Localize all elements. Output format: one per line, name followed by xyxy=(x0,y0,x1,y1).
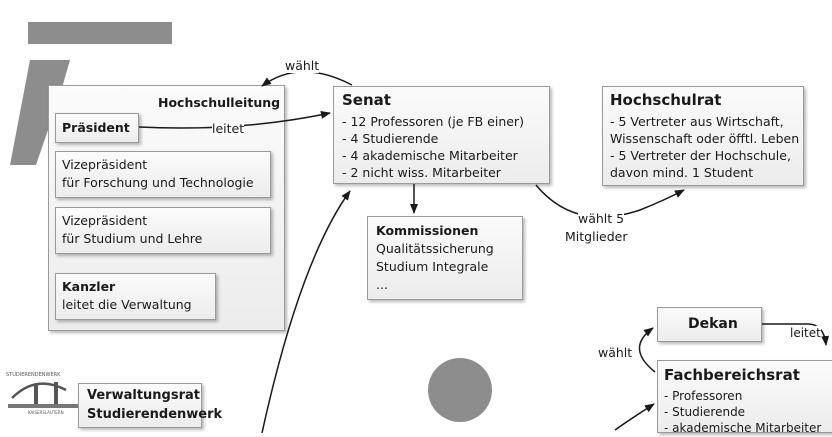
arrow-senat-waehlt-leitung xyxy=(261,71,353,87)
label-waehlt-dekan: wählt xyxy=(598,345,633,360)
fachbereichsrat-item: - Professoren xyxy=(664,389,743,403)
dekan-title: Dekan xyxy=(688,316,738,332)
vizepraesident-forschung-box: Vizepräsident für Forschung und Technolo… xyxy=(55,151,271,198)
logo-text: STUDIERENDENWERK xyxy=(6,372,61,378)
senat-item: - 12 Professoren (je FB einer) xyxy=(342,114,524,129)
label-leitet: leitet xyxy=(212,121,245,136)
vp-studium-title: Vizepräsident xyxy=(62,213,148,228)
hochschulrat-title: Hochschulrat xyxy=(610,91,722,109)
fachbereichsrat-title: Fachbereichsrat xyxy=(664,366,800,384)
vp-forschung-title: Vizepräsident xyxy=(62,157,148,172)
logo-bar xyxy=(34,384,38,406)
studierendenwerk-logo: STUDIERENDENWERK KAISERSLAUTERN xyxy=(6,372,78,415)
senat-item: - 2 nicht wiss. Mitarbeiter xyxy=(342,165,501,180)
kommissionen-title: Kommissionen xyxy=(376,223,479,238)
hochschulrat-line: davon mind. 1 Student xyxy=(610,165,754,180)
hochschulleitung-title: Hochschulleitung xyxy=(158,95,281,110)
label-leitet-dekan: leitet xyxy=(790,326,821,341)
label-waehlt5-l2: Mitglieder xyxy=(565,229,628,244)
verwaltungsrat-l2: Studierendenwerk xyxy=(87,407,223,422)
senat-box: Senat - 12 Professoren (je FB einer) - 4… xyxy=(333,86,550,184)
arrow-into-fachbereichsrat xyxy=(614,403,655,431)
building-roof xyxy=(28,22,172,44)
kommissionen-item: Studium Integrale xyxy=(376,259,489,274)
senat-item: - 4 Studierende xyxy=(342,131,439,146)
kanzler-box: Kanzler leitet die Verwaltung xyxy=(55,273,216,320)
praesident-box: Präsident xyxy=(55,113,139,143)
senat-item: - 4 akademische Mitarbeiter xyxy=(342,148,518,163)
fachbereichsrat-item: - akademische Mitarbeiter xyxy=(664,421,822,435)
vizepraesident-studium-box: Vizepräsident für Studium und Lehre xyxy=(55,207,271,254)
logo-base xyxy=(8,404,78,408)
hochschulrat-line: Wissenschaft oder öfftl. Leben xyxy=(610,131,800,146)
vp-studium-sub: für Studium und Lehre xyxy=(62,231,203,246)
fachbereichsrat-item: - Studierende xyxy=(664,405,746,419)
logo-bar xyxy=(54,382,58,406)
arrow-fachbereichsrat-waehlt-dekan xyxy=(638,327,656,373)
kanzler-title: Kanzler xyxy=(62,279,116,294)
kommissionen-item: Qualitätssicherung xyxy=(376,241,494,256)
senat-title: Senat xyxy=(342,91,391,109)
kommissionen-box: Kommissionen Qualitätssicherung Studium … xyxy=(367,216,523,300)
vp-forschung-sub: für Forschung und Technologie xyxy=(62,175,254,190)
arrow-to-senat xyxy=(261,190,351,433)
logo-subtext: KAISERSLAUTERN xyxy=(28,410,64,415)
dekan-box: Dekan xyxy=(657,307,762,342)
verwaltungsrat-box: Verwaltungsrat Studierendenwerk xyxy=(78,383,222,428)
hochschulrat-box: Hochschulrat - 5 Vertreter aus Wirtschaf… xyxy=(602,86,804,186)
arrow-senat-waehlt-hochschulrat xyxy=(535,184,685,218)
kommissionen-item: ... xyxy=(376,277,388,292)
hochschulrat-line: - 5 Vertreter aus Wirtschaft, xyxy=(610,114,784,129)
label-waehlt-top: wählt xyxy=(285,58,320,73)
label-waehlt5-l1: wählt 5 xyxy=(578,211,625,226)
gray-circle xyxy=(428,358,492,422)
verwaltungsrat-l1: Verwaltungsrat xyxy=(87,388,200,403)
kanzler-sub: leitet die Verwaltung xyxy=(62,297,192,312)
praesident-label: Präsident xyxy=(62,120,130,135)
hochschulrat-line: - 5 Vertreter der Hochschule, xyxy=(610,148,791,163)
